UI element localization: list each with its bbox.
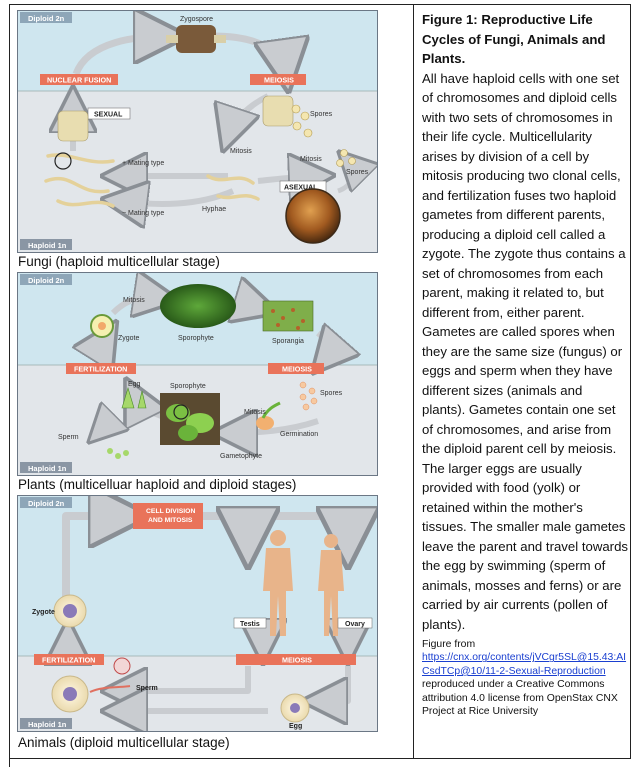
chromosome-image: [113, 657, 131, 675]
spores-dots: [291, 104, 356, 167]
plants-diagram: Diploid 2n Haploid 1n Mitosis Zygote Spo…: [17, 272, 378, 476]
page-edge-mark: [9, 759, 10, 767]
plus-mating-type-label: + Mating type: [122, 160, 164, 167]
credit-suffix: reproduced under a Creative Commons attr…: [422, 679, 618, 718]
testis-label: Testis: [240, 621, 260, 628]
egg-label: Egg: [289, 723, 302, 730]
haploid-label: Haploid 1n: [28, 241, 67, 250]
credit-prefix: Figure from: [422, 639, 476, 650]
fertilization-label: FERTILIZATION: [74, 365, 127, 374]
figure-caption: Figure 1: Reproductive Life Cycles of Fu…: [422, 10, 628, 718]
mitosis-top-label: Mitosis: [123, 297, 145, 304]
mitosis-label-1: Mitosis: [230, 148, 252, 155]
diploid-label: Diploid 2n: [28, 276, 65, 285]
spores-label-2: Spores: [346, 169, 369, 176]
ovary-label: Ovary: [345, 621, 365, 628]
meiosis-label: MEIOSIS: [282, 656, 312, 665]
sperm-label: Sperm: [136, 685, 158, 692]
sporangia-image: [262, 300, 314, 332]
moss-gametophyte-image: [160, 393, 220, 445]
sporangia-label: Sporangia: [272, 338, 304, 345]
diploid-label: Diploid 2n: [28, 14, 65, 23]
credit-link[interactable]: https://cnx.org/contents/jVCgr5SL@15.43:…: [422, 652, 627, 677]
column-divider: [413, 4, 414, 759]
minus-mating-type-label: − Mating type: [122, 210, 164, 217]
mitosis-bottom-label: Mitosis: [244, 409, 266, 416]
germination-image: [256, 401, 281, 430]
nuclear-fusion-label: NUCLEAR FUSION: [47, 76, 111, 85]
hyphae-label: Hyphae: [202, 206, 226, 213]
zygospore-label: Zygospore: [180, 16, 213, 23]
gametangia-image: [57, 95, 294, 142]
sporophyte-label: Sporophyte: [178, 335, 214, 342]
haploid-label: Haploid 1n: [28, 464, 67, 473]
sporophyte-small-label: Sporophyte: [170, 383, 206, 390]
sexual-label: SEXUAL: [94, 112, 123, 119]
figure-table-border: [9, 4, 631, 759]
petri-dish-image: [285, 188, 341, 244]
caption-credit: Figure from https://cnx.org/contents/jVC…: [422, 638, 628, 718]
human-figures-image: [263, 530, 344, 636]
gametophyte-label: Gametophyte: [220, 453, 262, 460]
animals-caption: Animals (diploid multicellular stage): [18, 735, 230, 750]
zygote-label: Zygote: [118, 335, 140, 342]
fungi-diagram: Diploid 2n Haploid 1n Zygospore NUCLEAR …: [17, 10, 378, 253]
mitosis-label-2: Mitosis: [300, 156, 322, 163]
plants-caption: Plants (multicelluar haploid and diploid…: [18, 477, 297, 492]
zygote-label: Zygote: [32, 609, 55, 616]
zygospore-image: [166, 25, 226, 53]
meiosis-label: MEIOSIS: [264, 76, 294, 85]
egg-label: Egg: [128, 381, 141, 388]
fungi-caption: Fungi (haploid multicellular stage): [18, 254, 220, 269]
haploid-label: Haploid 1n: [28, 720, 67, 729]
asexual-label: ASEXUAL: [284, 185, 318, 192]
spores-label-1: Spores: [310, 111, 333, 118]
caption-title: Figure 1: Reproductive Life Cycles of Fu…: [422, 12, 606, 66]
sperm-image: [107, 448, 129, 459]
sperm-image: [89, 685, 131, 693]
fern-sporophyte-image: [160, 284, 236, 328]
sperm-label: Sperm: [58, 434, 79, 441]
hyphae-image: [44, 153, 260, 208]
plant-spores-dots: [299, 381, 318, 411]
fertilization-label: FERTILIZATION: [42, 656, 95, 665]
egg-sporophyte-image: [121, 386, 147, 409]
diploid-label: Diploid 2n: [28, 499, 65, 508]
caption-body: All have haploid cells with one set of c…: [422, 70, 628, 632]
spores-label: Spores: [320, 390, 343, 397]
zoom-circle: [54, 152, 72, 170]
meiosis-label: MEIOSIS: [282, 365, 312, 374]
germination-label: Germination: [280, 431, 318, 438]
